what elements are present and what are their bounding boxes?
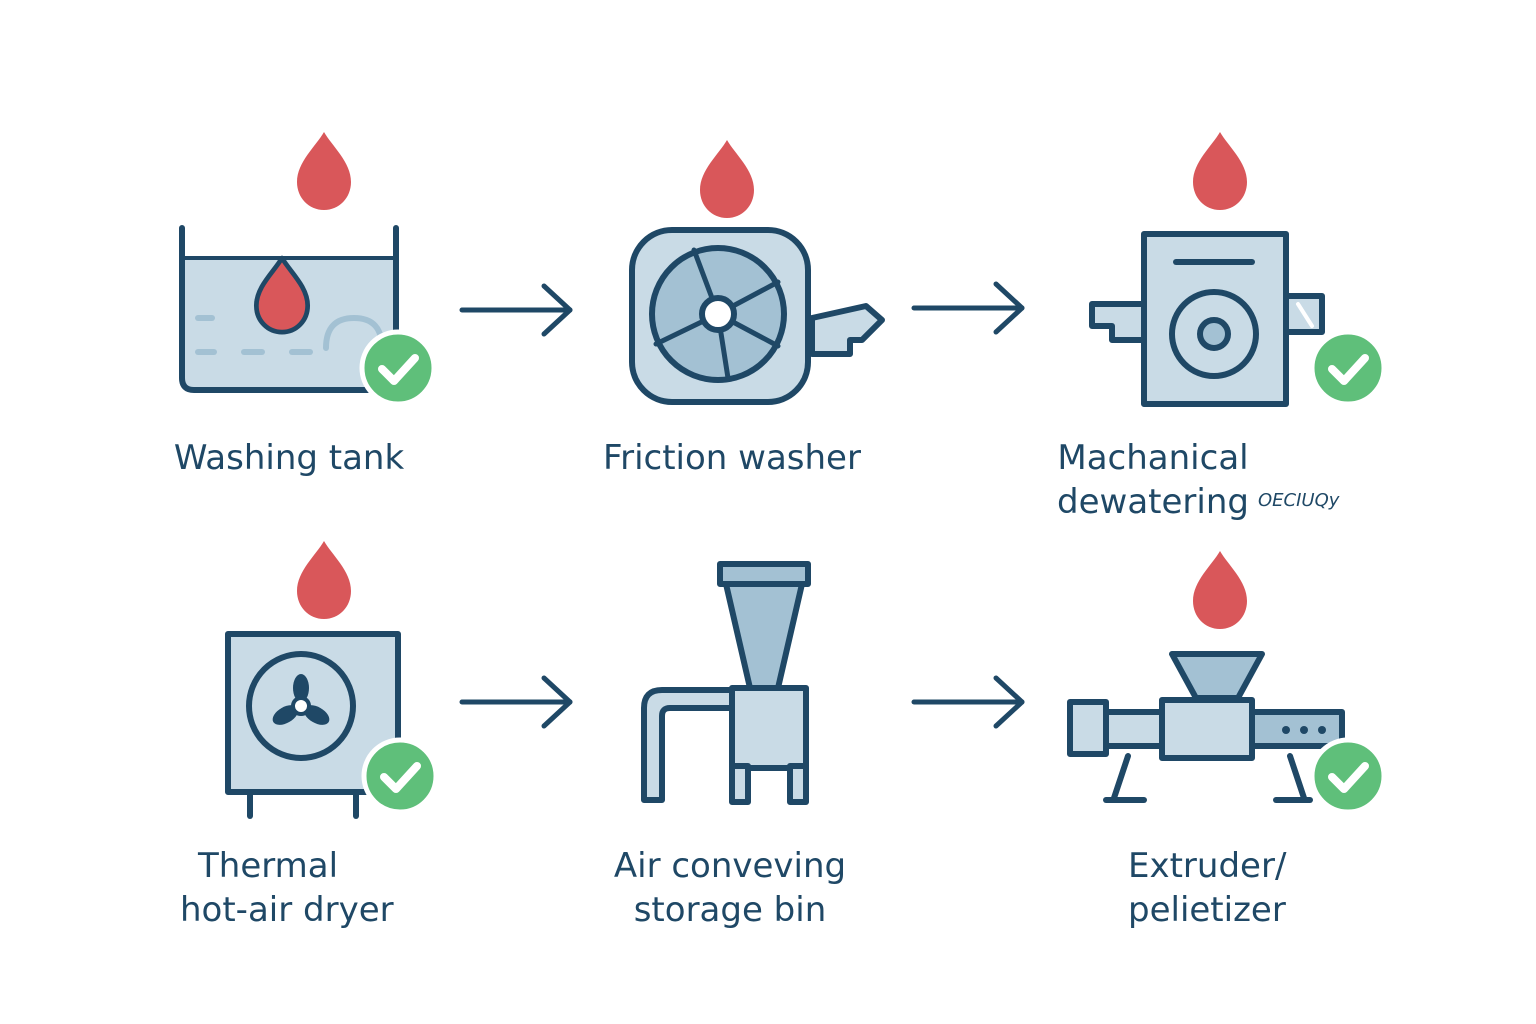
check-icon — [364, 740, 436, 812]
check-icon — [1312, 740, 1384, 812]
stage-label-friction-washer: Friction washer — [582, 436, 882, 480]
extruder-pelletizer-icon — [1067, 651, 1345, 803]
mechanical-dewatering-stage — [1089, 132, 1384, 407]
stage-label-line: Thermal — [198, 846, 339, 886]
stage-label-line: Extruder/ — [1128, 846, 1287, 886]
extruder-stage — [1067, 551, 1384, 812]
stage-label-air-conveying: Air conveving storage bin — [590, 844, 870, 932]
check-icon — [1312, 332, 1384, 404]
arrow-right-icon — [462, 678, 570, 726]
stage-label-line: dewatering — [1057, 482, 1249, 522]
check-icon — [362, 332, 434, 404]
thermal-dryer-stage — [225, 541, 436, 819]
stage-label-mechanical-dewatering: Machanical dewatering — [1040, 436, 1266, 524]
water-drop-icon — [297, 541, 351, 619]
water-drop-icon — [1193, 132, 1247, 210]
storage-bin-icon — [641, 561, 811, 805]
stage-label-thermal-dryer: Thermal hot-air dryer — [164, 844, 440, 932]
stage-label-line: hot-air dryer — [180, 890, 394, 930]
stage-label-line: pelietizer — [1128, 890, 1286, 930]
air-conveying-stage — [641, 561, 811, 805]
hot-air-dryer-icon — [225, 631, 401, 819]
stage-label-line: Friction washer — [603, 438, 861, 478]
washing-tank-stage — [179, 132, 434, 404]
friction-washer-icon — [629, 227, 885, 405]
friction-washer-stage — [629, 140, 885, 405]
stage-label-washing-tank: Washing tank — [144, 436, 434, 480]
dewatering-press-icon — [1089, 231, 1325, 407]
water-drop-icon — [700, 140, 754, 218]
stage-label-line: Machanical — [1057, 438, 1249, 478]
stage-label-line: Air conveving — [613, 846, 847, 886]
stage-note-dewatering: OECIUQy — [1258, 490, 1340, 511]
water-drop-icon — [1193, 551, 1247, 629]
stage-label-extruder: Extruder/ pelietizer — [1112, 844, 1332, 932]
stage-label-line: Washing tank — [173, 438, 405, 478]
arrow-right-icon — [914, 678, 1022, 726]
water-drop-icon — [297, 132, 351, 210]
arrow-right-icon — [462, 286, 570, 334]
stage-label-line: storage bin — [633, 890, 827, 930]
arrow-right-icon — [914, 284, 1022, 332]
